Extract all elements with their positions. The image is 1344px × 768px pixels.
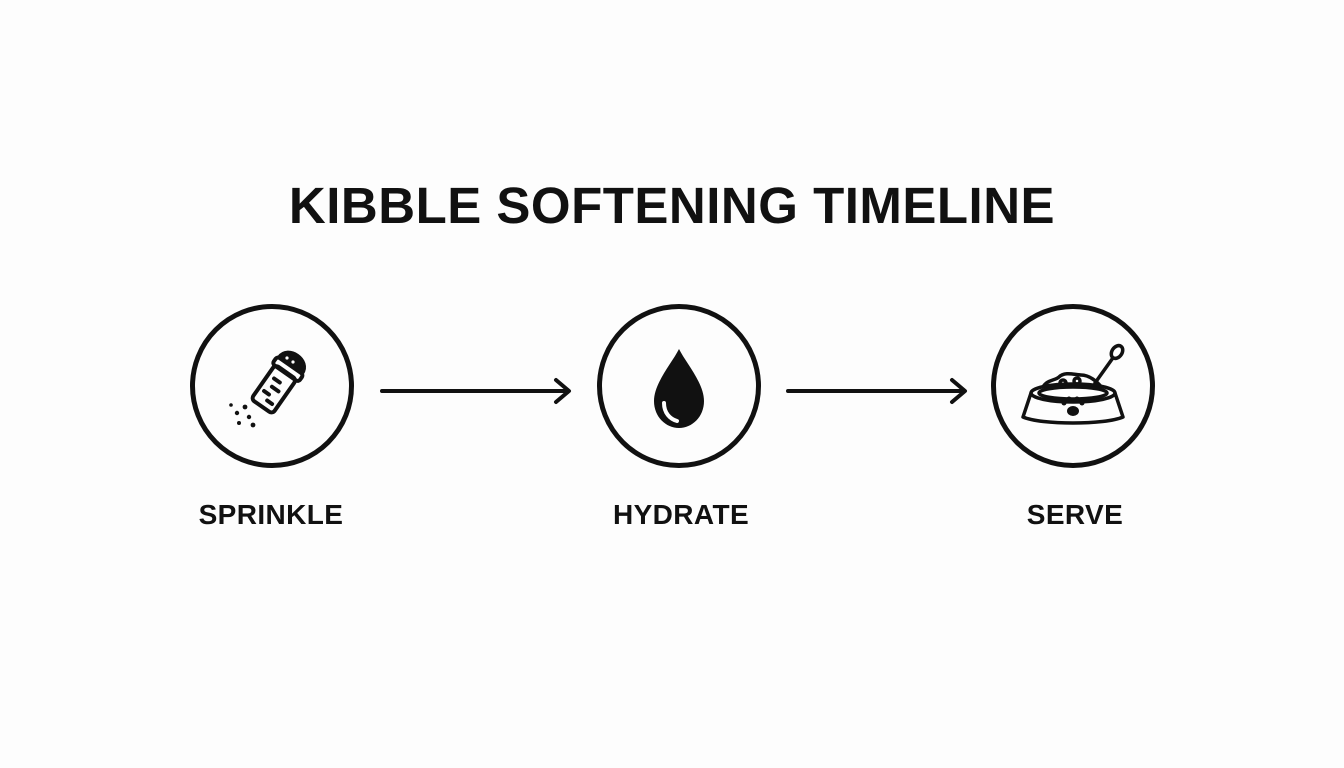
step-label-hydrate: HYDRATE	[612, 499, 750, 530]
step-circle-sprinkle	[190, 304, 354, 468]
step-circle-hydrate	[597, 304, 761, 468]
step-circle-serve	[991, 304, 1155, 468]
water-drop-icon	[654, 349, 704, 428]
step-label-serve: SERVE	[1026, 499, 1124, 530]
arrow-right-icon	[380, 378, 571, 404]
step-label-sprinkle: SPRINKLE	[198, 499, 344, 530]
page-title: KIBBLE SOFTENING TIMELINE	[288, 177, 1056, 234]
arrow-right-icon	[786, 378, 967, 404]
salt-shaker-icon	[229, 350, 306, 428]
dog-bowl-icon	[1021, 343, 1125, 425]
